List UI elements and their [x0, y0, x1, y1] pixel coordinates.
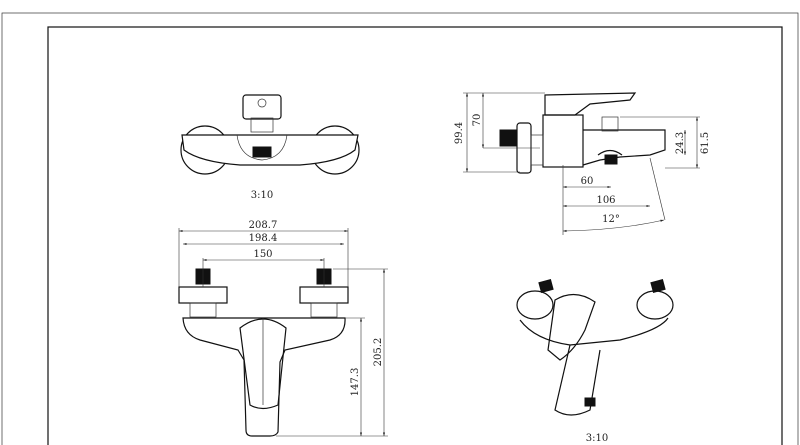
mixer-body-front: [182, 317, 346, 437]
handle-top: [242, 94, 282, 120]
dim-106: 106: [596, 195, 615, 206]
connector-nut-side: [530, 134, 544, 166]
dim-24-3: 24.3: [675, 132, 686, 154]
left-inlet-fitting-iso: [538, 279, 554, 293]
dim-99-4: 99.4: [454, 122, 465, 144]
dim-150: 150: [253, 249, 272, 260]
dim-61-5: 61.5: [700, 132, 711, 154]
angle-dimension-arc: [562, 219, 665, 233]
lever-handle-iso: [547, 293, 596, 361]
handle-cap: [257, 98, 267, 108]
right-connector-nut: [310, 302, 338, 318]
iso-view: 3:10: [516, 279, 674, 444]
spout-iso: [554, 344, 601, 416]
aerator-top: [252, 146, 272, 158]
outlet-iso: [584, 397, 596, 407]
front-view: 208.7 198.4 150 205.2 147.3: [178, 220, 388, 437]
left-connector-nut: [189, 302, 217, 318]
dim-60: 60: [581, 176, 594, 187]
right-inlet-fitting-iso: [650, 279, 666, 293]
left-wall-flange-front: [178, 286, 228, 304]
dim-205-2: 205.2: [373, 338, 384, 367]
inner-frame: [47, 26, 783, 445]
dim-198-4: 198.4: [249, 233, 278, 244]
spout-side: [582, 129, 666, 166]
lever-handle-side: [544, 92, 637, 116]
mixer-body-iso: [519, 317, 669, 346]
outer-frame: [1, 12, 799, 445]
top-view: 3:10: [180, 94, 360, 201]
outlet-housing: [597, 149, 623, 156]
side-view: 99.4 70 61.5 24.3 60 106 12°: [454, 92, 711, 235]
right-wall-flange-front: [299, 286, 349, 304]
dim-70: 70: [472, 114, 483, 127]
left-wall-flange-iso: [516, 290, 554, 320]
diverter-knob: [601, 116, 619, 132]
dim-12-deg: 12°: [602, 214, 620, 225]
extension-line: [649, 157, 666, 221]
spout-outline-top: [236, 134, 288, 161]
lever-handle-front: [239, 318, 287, 410]
dim-208-7: 208.7: [249, 220, 278, 231]
dim-147-3: 147.3: [350, 368, 361, 397]
mixer-body-side: [542, 114, 584, 168]
shower-outlet: [604, 154, 618, 165]
inlet-fitting-side: [499, 129, 518, 147]
right-wall-flange-iso: [636, 290, 674, 320]
top-view-scale: 3:10: [251, 190, 273, 201]
iso-view-scale: 3:10: [586, 433, 608, 444]
handle-neck: [250, 117, 274, 133]
